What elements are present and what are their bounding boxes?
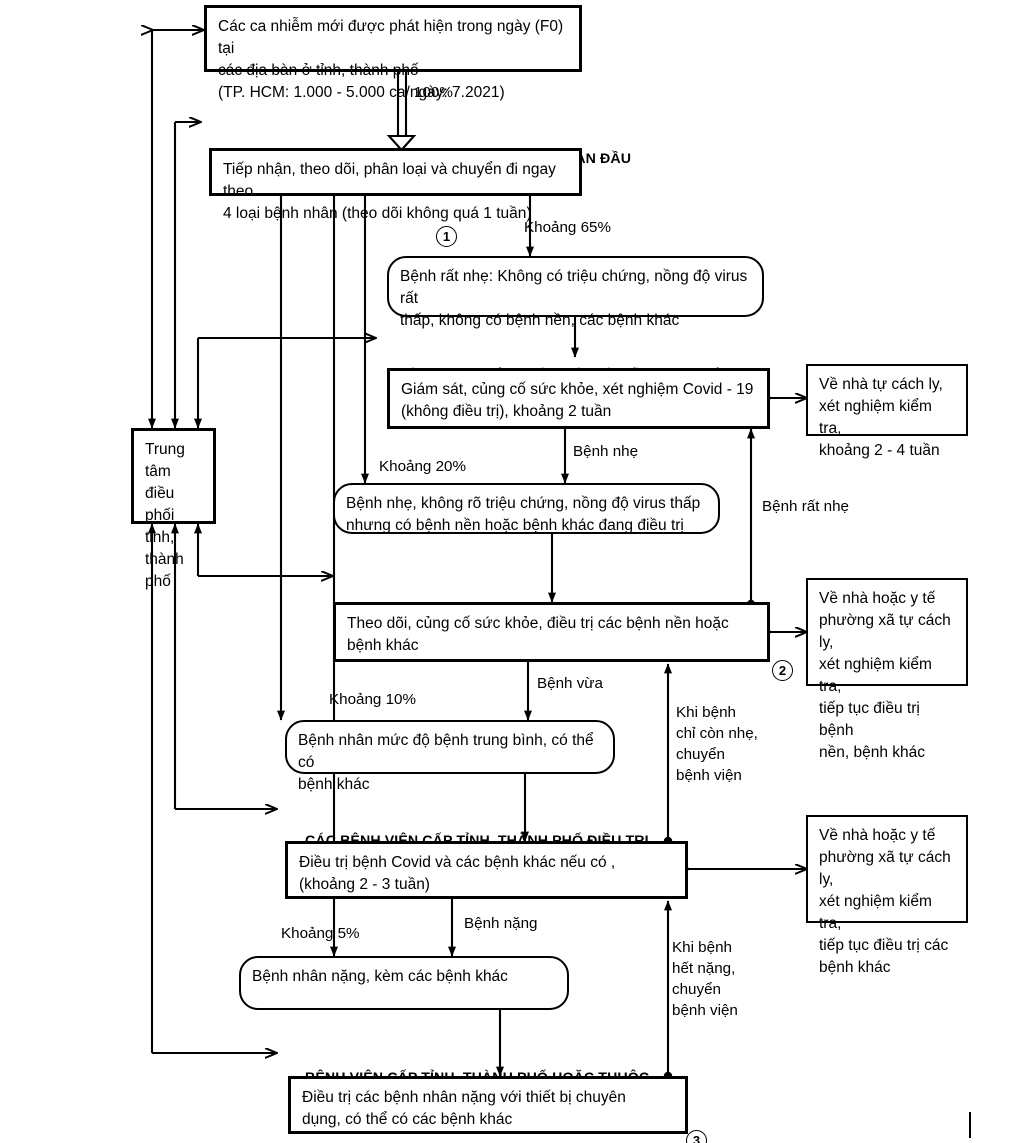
box-mild-text: Bệnh nhẹ, không rõ triệu chứng, nồng độ …	[346, 495, 701, 534]
edge-label-mild: Bệnh nhẹ	[573, 443, 639, 460]
edge-label-back-from-severe: Khi bệnh hết nặng, chuyển bệnh viện	[672, 939, 738, 1019]
box-outcome-1: Về nhà tự cách ly, xét nghiệm kiểm tra, …	[806, 364, 968, 459]
box-severe: Bệnh nhân nặng, kèm các bệnh khác	[239, 956, 569, 1010]
edge-label-100-percent: 100%	[414, 84, 453, 101]
box-very-mild: Bệnh rất nhẹ: Không có triệu chứng, nồng…	[387, 256, 764, 329]
edge-label-20-percent: Khoảng 20%	[379, 458, 466, 475]
edge-label-very-mild-return: Bệnh rất nhẹ	[762, 498, 849, 515]
box-stage4-action: Điều trị bệnh Covid và các bệnh khác nếu…	[285, 841, 688, 899]
edge-label-5-percent: Khoảng 5%	[281, 925, 360, 942]
box-source: Các ca nhiễm mới được phát hiện trong ng…	[204, 5, 582, 101]
box-stage1-action-text: Tiếp nhận, theo dõi, phân loại và chuyển…	[223, 161, 556, 222]
edge-label-65-percent: Khoảng 65%	[524, 219, 611, 236]
box-stage5-action-text: Điều trị các bệnh nhân nặng với thiết bị…	[302, 1089, 626, 1128]
box-mild: Bệnh nhẹ, không rõ triệu chứng, nồng độ …	[333, 483, 720, 534]
box-outcome-1-text: Về nhà tự cách ly, xét nghiệm kiểm tra, …	[819, 376, 943, 459]
box-outcome-2-text: Về nhà hoặc y tế phường xã tự cách ly, x…	[819, 590, 951, 761]
box-stage3-action: Theo dõi, củng cố sức khỏe, điều trị các…	[333, 602, 770, 662]
box-stage3-action-text: Theo dõi, củng cố sức khỏe, điều trị các…	[347, 615, 729, 654]
page-edge-mark	[969, 1112, 971, 1138]
box-coordinator: Trung tâm điều phối tỉnh, thành phố	[131, 428, 216, 590]
box-outcome-3-text: Về nhà hoặc y tế phường xã tự cách ly, x…	[819, 827, 951, 976]
box-source-text: Các ca nhiễm mới được phát hiện trong ng…	[218, 18, 564, 101]
edge-label-back-to-mild: Khi bệnh chỉ còn nhẹ, chuyển bệnh viện	[676, 704, 758, 784]
box-outcome-2: Về nhà hoặc y tế phường xã tự cách ly, x…	[806, 578, 968, 761]
box-outcome-3: Về nhà hoặc y tế phường xã tự cách ly, x…	[806, 815, 968, 976]
box-moderate-text: Bệnh nhân mức độ bệnh trung bình, có thể…	[298, 732, 594, 793]
box-moderate: Bệnh nhân mức độ bệnh trung bình, có thể…	[285, 720, 615, 793]
edge-label-moderate: Bệnh vừa	[537, 675, 603, 692]
box-stage4-action-text: Điều trị bệnh Covid và các bệnh khác nếu…	[299, 854, 616, 893]
edge-label-10-percent: Khoảng 10%	[329, 691, 416, 708]
box-coordinator-text: Trung tâm điều phối tỉnh, thành phố	[145, 441, 185, 590]
stage-number-2: 2	[772, 660, 793, 681]
box-very-mild-text: Bệnh rất nhẹ: Không có triệu chứng, nồng…	[400, 268, 748, 329]
stage-number-3: 3	[686, 1130, 707, 1143]
stage-number-1: 1	[436, 226, 457, 247]
box-stage5-action: Điều trị các bệnh nhân nặng với thiết bị…	[288, 1076, 688, 1134]
edge-label-severe: Bệnh nặng	[464, 915, 538, 932]
box-stage1-action: Tiếp nhận, theo dõi, phân loại và chuyển…	[209, 148, 582, 222]
box-severe-text: Bệnh nhân nặng, kèm các bệnh khác	[252, 968, 508, 985]
box-stage2-action-text: Giám sát, củng cố sức khỏe, xét nghiệm C…	[401, 381, 754, 420]
box-stage2-action: Giám sát, củng cố sức khỏe, xét nghiệm C…	[387, 368, 770, 429]
